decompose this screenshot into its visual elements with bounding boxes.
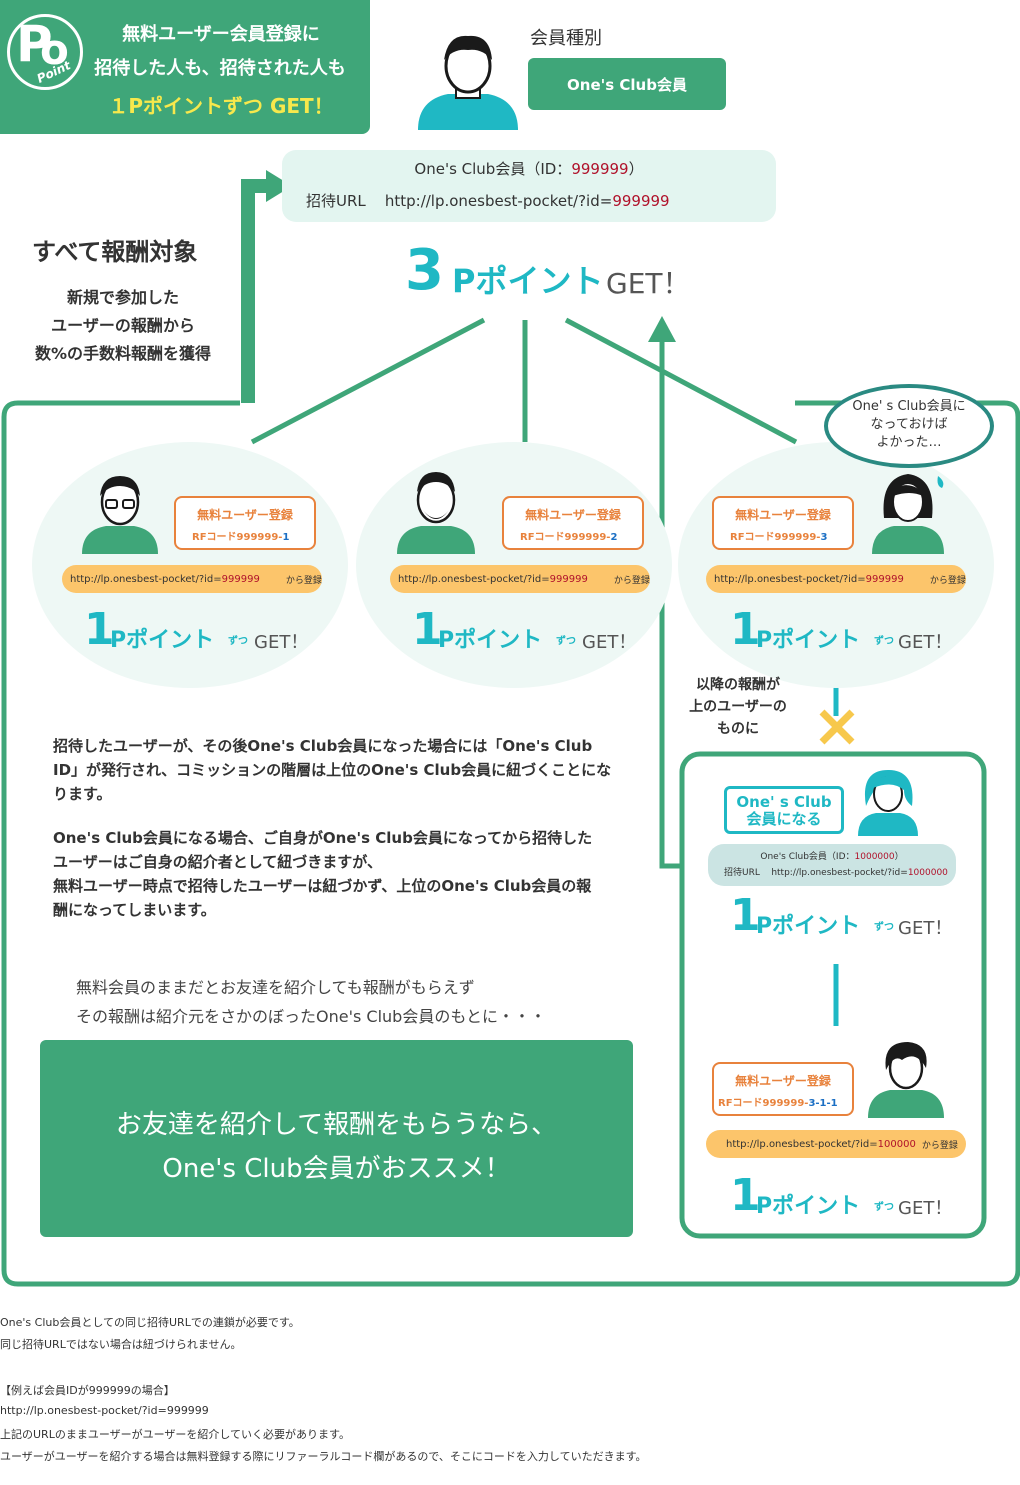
top-reward-unit: Pポイント [452,262,604,300]
upgraded-reward-get: GET！ [898,918,953,939]
person-icon [82,476,158,554]
child-3-reward-unit: Pポイント [756,628,861,653]
member-type-label: 会員種別 [530,28,602,49]
footer-line-4[interactable]: http://lp.onesbest-pocket/?id=999999 [0,1404,209,1417]
explanation-paragraph-1: 招待したユーザーが、その後One's Club会員になった場合には「One's … [53,737,612,803]
upgraded-reward-zutsu: ずつ [874,922,894,933]
cta-line-2: One's Club会員がおススメ！ [162,1154,511,1184]
child-2-reward-get: GET！ [582,632,637,653]
child-1-reward-amount: 1 [84,604,115,655]
cta-line-1: お友達を紹介して報酬をもらうなら、 [115,1110,558,1140]
child-3-register-title: 無料ユーザー登録 [735,508,831,522]
x-mark-icon [819,709,855,745]
person-icon [397,472,475,554]
person-icon [858,770,918,836]
footer-line-3: 【例えば会員IDが999999の場合】 [0,1384,175,1397]
explanation-paragraph-2: One's Club会員になる場合、ご自身がOne's Club会員になってから… [53,829,593,919]
child-3-rf-code: RFコード999999-3 [730,532,828,543]
child-1-register-title: 無料ユーザー登録 [197,508,293,522]
footer-line-6: ユーザーがユーザーを紹介する場合は無料登録する際にリファーラルコード欄があるので… [0,1450,647,1463]
warning-line-2: その報酬は紹介元をさかのぼったOne's Club会員のもとに・・・ [76,1007,546,1026]
child-3-reward-get: GET！ [898,632,953,653]
grandchild-rf-code: RFコード999999-3-1-1 [718,1098,838,1109]
cta-box[interactable]: お友達を紹介して報酬をもらうなら、 One's Club会員がおススメ！ [40,1040,633,1237]
tree-line-left [250,317,486,445]
child-2-register-title: 無料ユーザー登録 [525,508,621,522]
child-3-register-box [712,496,854,550]
point-logo-icon: P o Point [7,14,83,90]
top-reward-amount: 3 [405,238,444,303]
child-3-reward-amount: 1 [730,604,761,655]
side-title: すべて報酬対象 [32,238,198,266]
side-description: 新規で参加した ユーザーの報酬から 数%の手数料報酬を獲得 [34,288,212,363]
top-member-box [282,150,776,222]
sweat-drop-icon [937,476,944,488]
become-member-badge: One' s Club 会員になる [724,786,844,834]
banner-line-1: 無料ユーザー会員登録に [122,24,320,45]
footer-line-1: One's Club会員としての同じ招待URLでの連鎖が必要です。 [0,1316,300,1329]
footer-line-2: 同じ招待URLではない場合は紐づけられません。 [0,1338,242,1351]
elbow-arrow-head [266,170,292,202]
elbow-arrow-line [241,179,268,403]
up-arrow-head [648,316,676,342]
grandchild-register-title: 無料ユーザー登録 [735,1074,831,1088]
child-2-reward-zutsu: ずつ [556,636,576,647]
child-1-reward-get: GET！ [254,632,309,653]
banner-line-2: 招待した人も、招待された人も [94,58,346,79]
child-3-reward-zutsu: ずつ [874,636,894,647]
footer-line-5: 上記のURLのままユーザーがユーザーを紹介していく必要があります。 [0,1428,350,1441]
grandchild-reward-unit: Pポイント [756,1194,861,1219]
speech-bubble: One' s Club会員に なっておけば よかった… [824,384,994,468]
upgraded-reward-unit: Pポイント [756,914,861,939]
child-1-register-box [174,496,316,550]
reward-shift-note: 以降の報酬が 上のユーザーの ものに [689,677,787,737]
upgraded-member-url: 招待URL http://lp.onesbest-pocket/?id=1000… [724,868,948,878]
grandchild-register-box [712,1062,854,1116]
child-2-rf-code: RFコード999999-2 [520,532,618,543]
grandchild-reward-zutsu: ずつ [874,1202,894,1213]
top-member-url: 招待URL http://lp.onesbest-pocket/?id=9999… [306,192,670,210]
child-2-register-box [502,496,644,550]
upgraded-member-id: One's Club会員（ID：1000000） [760,852,904,862]
person-icon [418,35,518,130]
child-2-reward-amount: 1 [412,604,443,655]
person-icon [872,474,944,554]
child-1-reward-zutsu: ずつ [228,636,248,647]
person-icon [868,1042,944,1118]
grandchild-reward-get: GET！ [898,1198,953,1219]
child-2-reward-unit: Pポイント [438,628,543,653]
outer-frame [1,400,1020,1287]
banner-line-3: １Pポイントずつ GET！ [108,94,334,118]
top-member-id: One's Club会員（ID：999999） [414,160,644,178]
child-1-rf-code: RFコード999999-1 [192,532,290,543]
upgraded-member-info [708,844,956,886]
child-1-reward-unit: Pポイント [110,628,215,653]
member-type-button[interactable]: One's Club会員 [528,58,726,110]
tree-line-right [564,317,798,445]
warning-line-1: 無料会員のままだとお友達を紹介しても報酬がもらえず [76,978,475,997]
grandchild-reward-amount: 1 [730,1170,761,1221]
top-reward-get: GET！ [606,267,691,300]
upgraded-reward-amount: 1 [730,890,761,941]
